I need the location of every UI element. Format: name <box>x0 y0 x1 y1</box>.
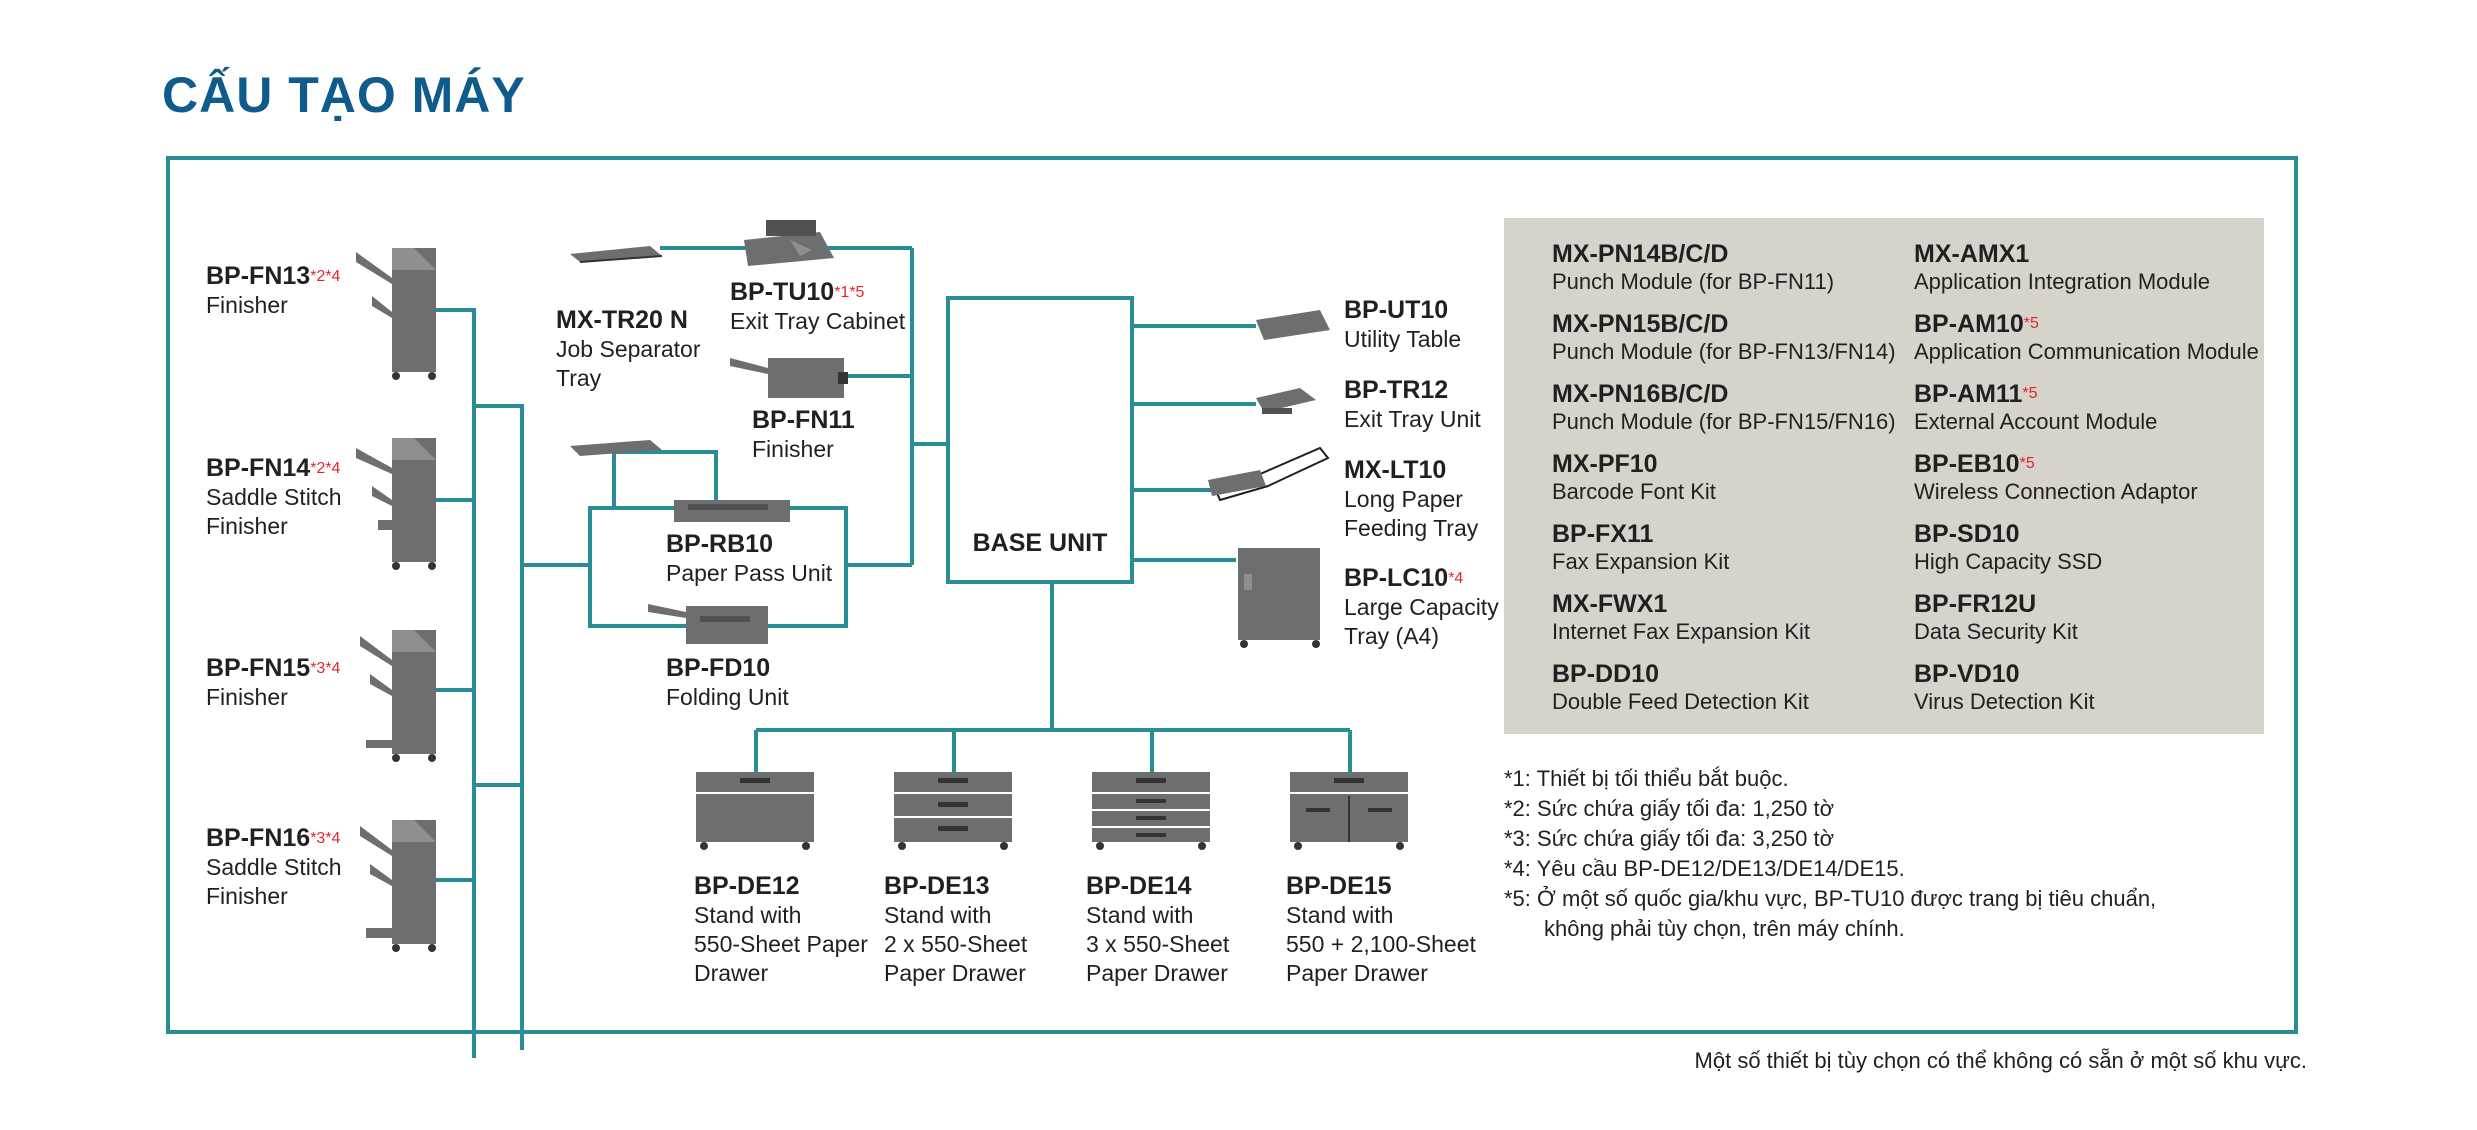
stand-de15-icon <box>1290 772 1408 850</box>
label-bp-fn13: BP-FN13*2*4 Finisher <box>206 262 341 318</box>
option-item: MX-PN16B/C/D Punch Module (for BP-FN15/F… <box>1552 380 1896 434</box>
separator-tray-rb-icon <box>570 440 662 456</box>
option-item: BP-AM10*5 Application Communication Modu… <box>1914 310 2259 364</box>
option-item: MX-PN15B/C/D Punch Module (for BP-FN13/F… <box>1552 310 1896 364</box>
option-item: BP-AM11*5 External Account Module <box>1914 380 2158 434</box>
folding-unit-icon <box>648 604 768 644</box>
base-unit-box: BASE UNIT <box>946 296 1134 584</box>
option-item: BP-SD10 High Capacity SSD <box>1914 520 2103 574</box>
label-bp-fn11: BP-FN11 Finisher <box>752 406 855 462</box>
label-bp-fn16: BP-FN16*3*4 Saddle Stitch Finisher <box>206 824 342 909</box>
footnote: *2: Sức chứa giấy tối đa: 1,250 tờ <box>1504 796 1835 821</box>
base-unit-label: BASE UNIT <box>972 529 1108 557</box>
footnote: *3: Sức chứa giấy tối đa: 3,250 tờ <box>1504 826 1835 851</box>
exit-tray-cabinet-icon <box>744 220 834 266</box>
footnote: *1: Thiết bị tối thiểu bắt buộc. <box>1504 766 1789 791</box>
options-panel: MX-PN14B/C/D Punch Module (for BP-FN11) … <box>1504 218 2264 734</box>
option-item: BP-FR12U Data Security Kit <box>1914 590 2078 644</box>
large-capacity-tray-icon <box>1238 548 1320 648</box>
label-bp-lc10: BP-LC10*4 Large Capacity Tray (A4) <box>1344 564 1499 649</box>
option-item: MX-PF10 Barcode Font Kit <box>1552 450 1716 504</box>
label-bp-de13: BP-DE13 Stand with 2 x 550-Sheet Paper D… <box>884 872 1028 986</box>
footnote: *4: Yêu cầu BP-DE12/DE13/DE14/DE15. <box>1504 856 1905 881</box>
label-bp-ut10: BP-UT10 Utility Table <box>1344 296 1462 352</box>
option-item: MX-FWX1 Internet Fax Expansion Kit <box>1552 590 1811 644</box>
label-bp-rb10: BP-RB10 Paper Pass Unit <box>666 530 833 586</box>
stand-de14-icon <box>1092 772 1210 850</box>
paper-pass-unit-icon <box>674 500 790 522</box>
main-connectors <box>430 246 1352 880</box>
footnote: *5: Ở một số quốc gia/khu vực, BP-TU10 đ… <box>1504 886 2157 911</box>
option-item: BP-FX11 Fax Expansion Kit <box>1552 520 1730 574</box>
option-item: MX-PN14B/C/D Punch Module (for BP-FN11) <box>1552 240 1835 294</box>
finisher-fn16-icon <box>360 820 436 952</box>
option-item: BP-EB10*5 Wireless Connection Adaptor <box>1914 450 2198 504</box>
stand-de13-icon <box>894 772 1012 850</box>
label-bp-fn15: BP-FN15*3*4 Finisher <box>206 654 341 710</box>
footnote-continued: không phải tùy chọn, trên máy chính. <box>1544 916 1905 941</box>
label-mx-lt10: MX-LT10 Long Paper Feeding Tray <box>1344 456 1479 541</box>
label-bp-fd10: BP-FD10 Folding Unit <box>666 654 789 710</box>
option-item: BP-VD10 Virus Detection Kit <box>1914 660 2095 714</box>
utility-table-icon <box>1256 310 1330 340</box>
availability-footer: Một số thiết bị tùy chọn có thể không có… <box>1694 1048 2307 1073</box>
finisher-fn11-icon <box>730 358 848 398</box>
label-bp-tu10: BP-TU10*1*5 Exit Tray Cabinet <box>730 278 906 334</box>
page-title: CẤU TẠO MÁY <box>162 67 526 123</box>
label-bp-de14: BP-DE14 Stand with 3 x 550-Sheet Paper D… <box>1086 872 1230 986</box>
label-bp-tr12: BP-TR12 Exit Tray Unit <box>1344 376 1481 432</box>
finisher-fn14-icon <box>356 438 436 570</box>
finisher-fn15-icon <box>360 630 436 762</box>
label-mx-tr20n: MX-TR20 N Job Separator Tray <box>556 306 701 391</box>
label-bp-de12: BP-DE12 Stand with 550-Sheet Paper Drawe… <box>694 872 868 986</box>
stand-de12-icon <box>696 772 814 850</box>
option-item: BP-DD10 Double Feed Detection Kit <box>1552 660 1809 714</box>
label-bp-fn14: BP-FN14*2*4 Saddle Stitch Finisher <box>206 454 342 539</box>
exit-tray-unit-icon <box>1256 388 1316 414</box>
finisher-fn13-icon <box>356 248 436 380</box>
option-item: MX-AMX1 Application Integration Module <box>1914 240 2210 294</box>
job-separator-tray-icon <box>570 246 663 263</box>
label-bp-de15: BP-DE15 Stand with 550 + 2,100-Sheet Pap… <box>1286 872 1476 986</box>
long-paper-tray-icon <box>1208 446 1330 502</box>
configuration-frame <box>166 156 2298 1034</box>
footnotes: *1: Thiết bị tối thiểu bắt buộc. *2: Sức… <box>1504 764 2156 944</box>
